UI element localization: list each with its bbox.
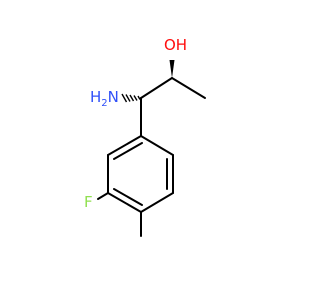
hash-line-2 bbox=[133, 95, 138, 101]
bond-lines bbox=[97, 77, 206, 237]
ring-bond-6 bbox=[140, 135, 174, 156]
ring-bond-4 bbox=[140, 192, 174, 213]
ring-bond-1 bbox=[107, 135, 142, 156]
ring-bond-3 bbox=[107, 192, 142, 213]
bond-c2-methyl bbox=[171, 77, 206, 99]
fluorine-label: F bbox=[84, 193, 93, 211]
ring-inner-bond-b bbox=[113, 188, 143, 206]
amine-subscript: 2 bbox=[101, 98, 107, 109]
ring-inner-bond-a bbox=[113, 142, 143, 160]
bond-ring-f bbox=[97, 192, 109, 200]
amine-h: H bbox=[90, 88, 101, 106]
hash-line-4 bbox=[125, 94, 131, 102]
hash-line-3 bbox=[129, 94, 135, 102]
amine-label: H2N bbox=[90, 88, 119, 109]
hydroxyl-label: OH bbox=[164, 36, 187, 54]
hash-line-1 bbox=[137, 95, 141, 100]
wedge-bond-oh bbox=[169, 60, 175, 78]
amine-n: N bbox=[108, 88, 119, 106]
bond-c1-c2 bbox=[140, 77, 173, 99]
molecule-diagram: OH H2N F bbox=[84, 36, 206, 237]
hashed-bond-nh2 bbox=[121, 93, 141, 103]
hash-line-5 bbox=[121, 93, 128, 103]
